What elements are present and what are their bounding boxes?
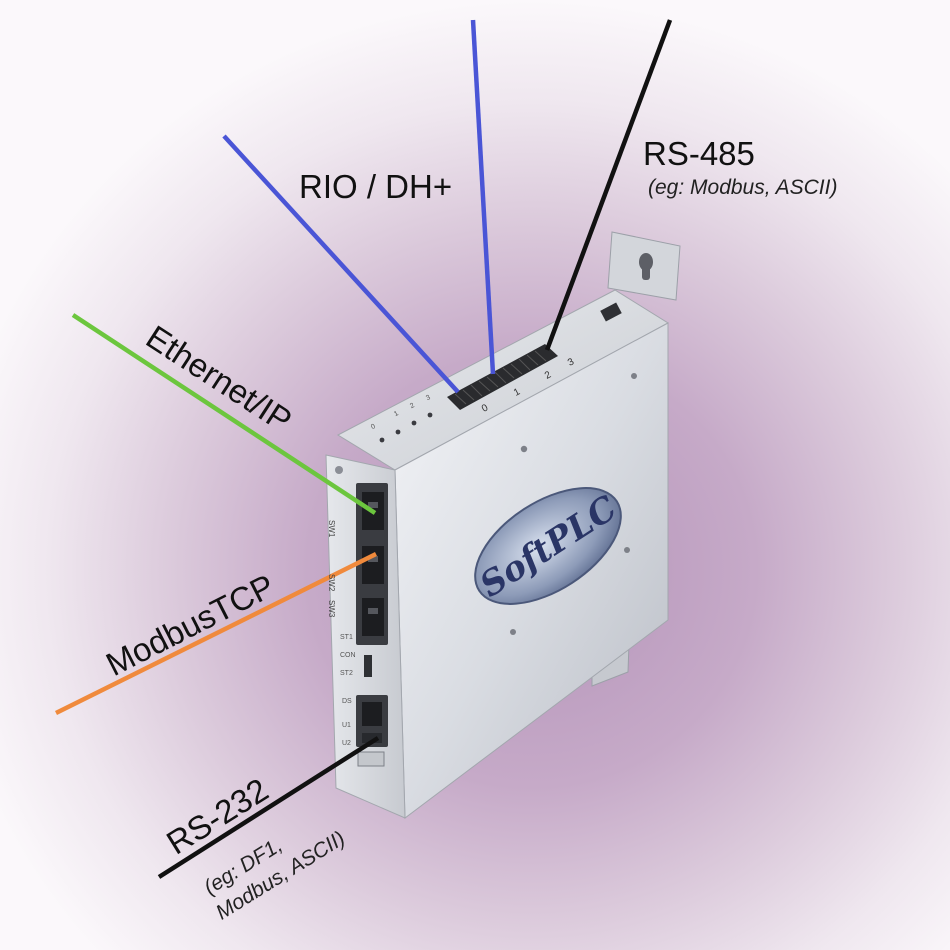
ethernet-ip-line <box>71 313 377 515</box>
rio-dh-label: RIO / DH+ <box>299 168 453 205</box>
rio-dh-line-1 <box>222 134 460 394</box>
port-label-sw1: SW1 <box>327 520 336 538</box>
face-screws <box>510 373 637 635</box>
status-label-st2: ST2 <box>340 670 353 677</box>
modbus-tcp-line <box>54 551 378 716</box>
top-bracket <box>607 231 681 301</box>
rio-dh-line-2 <box>470 19 496 375</box>
status-label-ds: DS <box>342 698 352 705</box>
status-label-u1: U1 <box>342 722 351 729</box>
rs485-label: RS-485 <box>643 135 755 172</box>
port-label-sw2: SW2 <box>327 574 336 592</box>
top-leds <box>379 412 433 443</box>
rs485-line <box>544 19 673 351</box>
status-label-u2: U2 <box>342 740 351 747</box>
top-switch <box>600 302 622 322</box>
front-screw <box>335 466 343 474</box>
rs485-note: (eg: Modbus, ASCII) <box>648 176 838 199</box>
lower-port-block <box>356 695 388 747</box>
ethernet-port-sw2 <box>362 546 384 584</box>
usb-port <box>357 751 385 767</box>
console-port <box>364 655 372 677</box>
ethernet-port-sw3 <box>362 598 384 636</box>
rs232-line <box>157 736 380 879</box>
port-label-sw3: SW3 <box>327 600 336 618</box>
status-label-con: CON <box>340 652 356 659</box>
status-label-st1: ST1 <box>340 634 353 641</box>
terminal-block <box>447 344 558 410</box>
